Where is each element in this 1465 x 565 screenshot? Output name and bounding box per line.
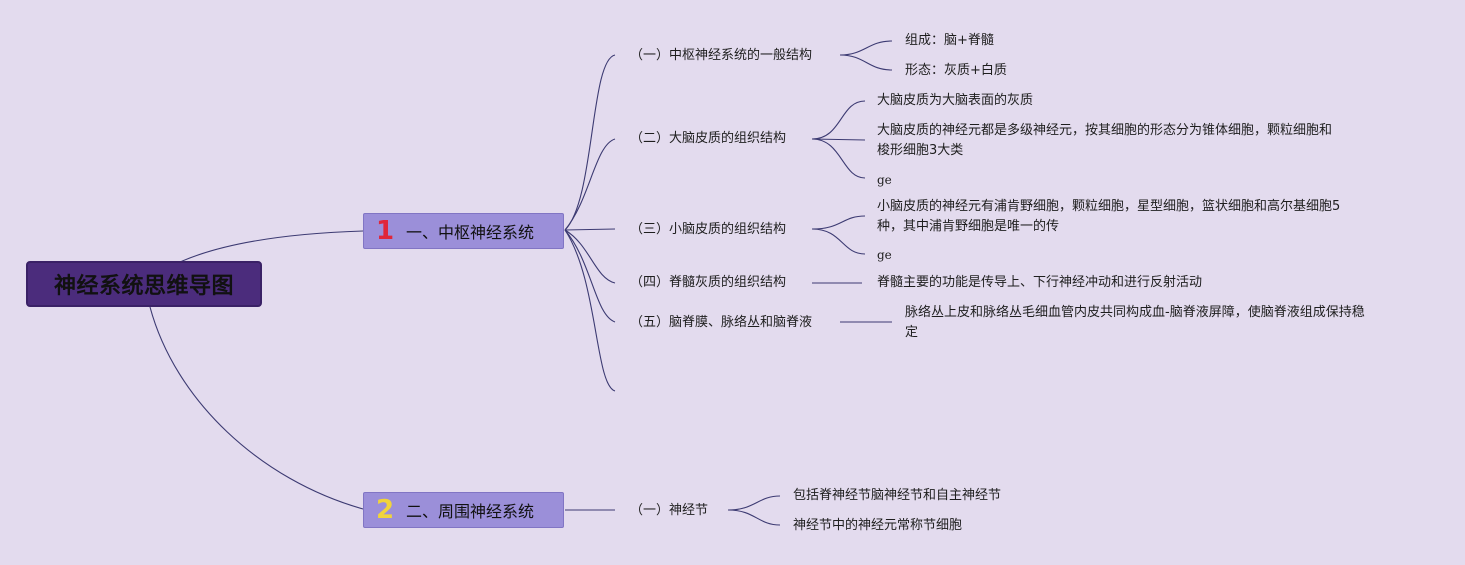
subtopic-cerebral-cortex[interactable]: （二）大脑皮质的组织结构 — [630, 131, 787, 146]
number-2-icon: 2 — [375, 495, 395, 525]
connector-sub1-leaf2 — [839, 54, 893, 71]
subtopic-cerebellar-cortex[interactable]: （三）小脑皮质的组织结构 — [630, 222, 787, 237]
leaf-cortex-grey-matter[interactable]: 大脑皮质为大脑表面的灰质 — [877, 93, 1034, 108]
leaf-line: 梭形细胞3大类 — [877, 143, 964, 158]
leaf-cerebellum-neurons[interactable]: 小脑皮质的神经元有浦肯野细胞，颗粒细胞，星型细胞，篮状细胞和高尔基细胞5 种，其… — [877, 197, 1340, 237]
connector-sub3-leaf1 — [811, 215, 866, 230]
connector-sub3-leaf2 — [811, 228, 866, 255]
connector-sub1-leaf1 — [839, 40, 893, 56]
leaf-line: 脉络丛上皮和脉络丛毛细血管内皮共同构成血-脑脊液屏障，使脑脊液组成保持稳 — [905, 305, 1365, 320]
connector-sub2-leaf3 — [811, 138, 866, 179]
connector-sub2-leaf2 — [811, 138, 866, 141]
subtopic-spinal-grey-matter[interactable]: （四）脊髓灰质的组织结构 — [630, 275, 787, 290]
branch-node-central-nervous-system[interactable]: 1 一、中枢神经系统 — [363, 213, 564, 249]
connector-b1-sub5 — [564, 229, 616, 323]
branch-label: 二、周围神经系统 — [406, 502, 535, 521]
leaf-ge-cerebellum[interactable]: ge — [877, 248, 892, 262]
number-1-icon: 1 — [375, 216, 395, 246]
connector-b1-empty — [564, 229, 616, 392]
leaf-line: 大脑皮质的神经元都是多级神经元，按其细胞的形态分为锥体细胞，颗粒细胞和 — [877, 123, 1333, 138]
subtopic-meninges-plexus-csf[interactable]: （五）脑脊膜、脉络丛和脑脊液 — [630, 315, 813, 330]
connector-sub2-leaf1 — [811, 100, 866, 140]
connector-b2sub1-leaf2 — [727, 509, 781, 526]
leaf-blood-csf-barrier[interactable]: 脉络丛上皮和脉络丛毛细血管内皮共同构成血-脑脊液屏障，使脑脊液组成保持稳 定 — [905, 303, 1365, 343]
leaf-line: 定 — [905, 325, 919, 340]
leaf-ganglion-cells[interactable]: 神经节中的神经元常称节细胞 — [793, 518, 963, 533]
branch-label: 一、中枢神经系统 — [406, 223, 535, 242]
connector-b1-sub1 — [564, 54, 616, 231]
connector-root-branch1 — [179, 230, 364, 263]
connector-b1-sub4 — [564, 229, 616, 284]
subtopic-ganglion[interactable]: （一）神经节 — [630, 503, 709, 518]
branch-node-peripheral-nervous-system[interactable]: 2 二、周围神经系统 — [363, 492, 564, 528]
root-node[interactable]: 神经系统思维导图 — [26, 261, 262, 307]
root-label: 神经系统思维导图 — [53, 274, 234, 299]
leaf-ge-cortex[interactable]: ge — [877, 173, 892, 187]
leaf-line: 种，其中浦肯野细胞是唯一的传 — [877, 219, 1060, 234]
connector-root-branch2 — [149, 306, 364, 510]
leaf-line: 小脑皮质的神经元有浦肯野细胞，颗粒细胞，星型细胞，篮状细胞和高尔基细胞5 — [877, 199, 1341, 214]
connector-b2sub1-leaf1 — [727, 495, 781, 511]
leaf-morphology[interactable]: 形态：灰质+白质 — [905, 63, 1007, 78]
leaf-composition[interactable]: 组成：脑+脊髓 — [905, 33, 994, 48]
connector-b1-sub3 — [564, 228, 616, 231]
leaf-spinal-function[interactable]: 脊髓主要的功能是传导上、下行神经冲动和进行反射活动 — [877, 275, 1203, 290]
leaf-ganglion-types[interactable]: 包括脊神经节脑神经节和自主神经节 — [793, 488, 1002, 503]
leaf-cortex-neurons[interactable]: 大脑皮质的神经元都是多级神经元，按其细胞的形态分为锥体细胞，颗粒细胞和 梭形细胞… — [877, 121, 1332, 161]
connector-b1-sub2 — [564, 138, 616, 231]
subtopic-general-structure[interactable]: （一）中枢神经系统的一般结构 — [630, 48, 813, 63]
